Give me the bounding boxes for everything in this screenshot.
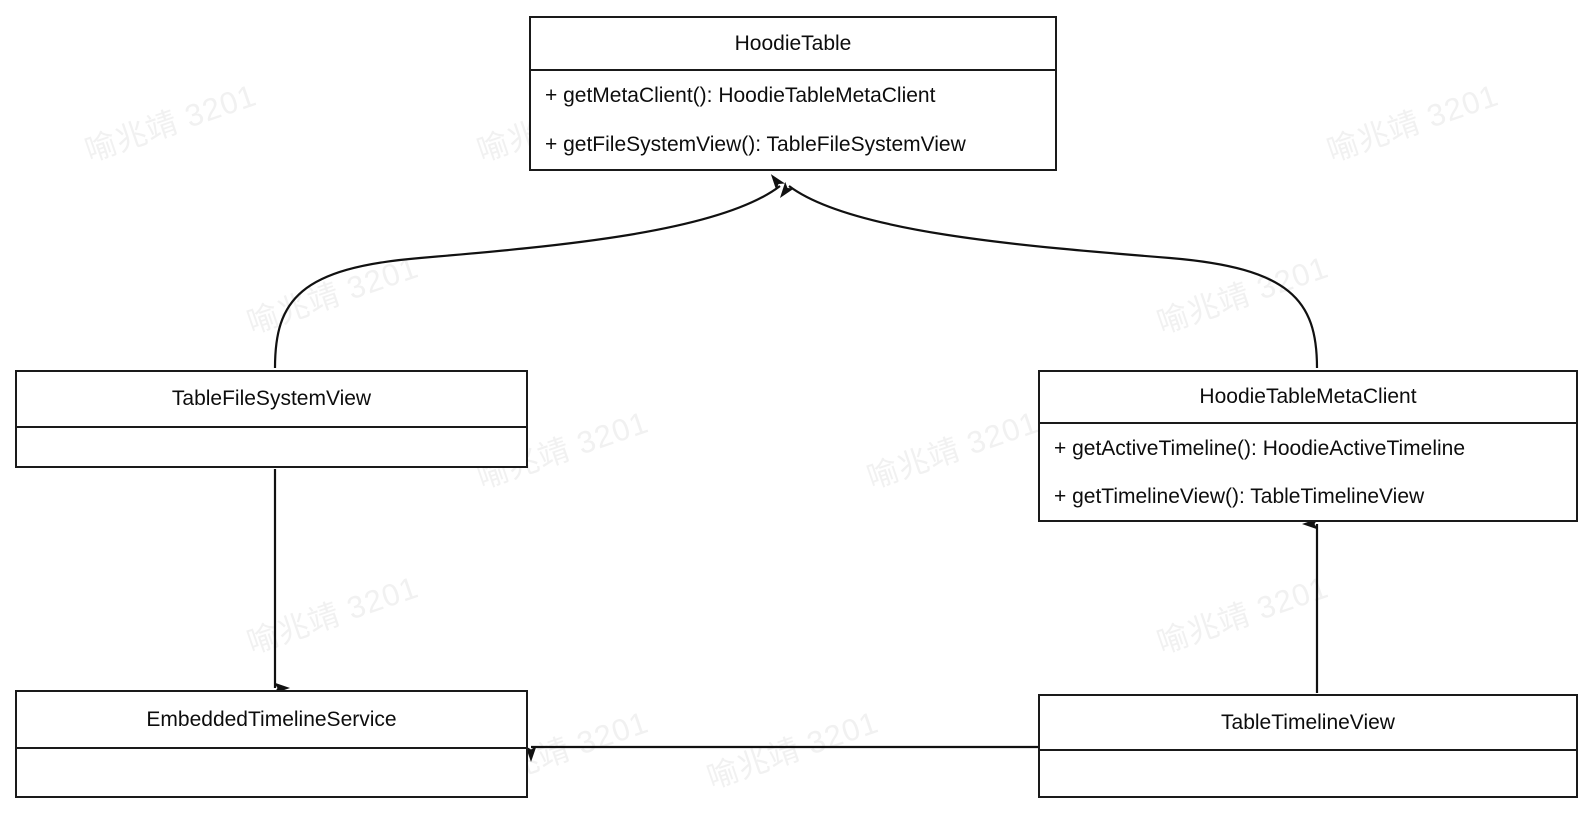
class-name-embedded-timeline-service: EmbeddedTimelineService: [146, 707, 397, 731]
class-box-table-timeline-view[interactable]: TableTimelineView: [1038, 694, 1578, 798]
class-member: + getFileSystemView(): TableFileSystemVi…: [545, 133, 966, 156]
class-member: + getActiveTimeline(): HoodieActiveTimel…: [1054, 436, 1466, 460]
class-members-hoodie-table-meta-client: + getActiveTimeline(): HoodieActiveTimel…: [1040, 422, 1576, 520]
class-member: + getMetaClient(): HoodieTableMetaClient: [545, 84, 936, 107]
class-box-embedded-timeline-service[interactable]: EmbeddedTimelineService: [15, 690, 528, 798]
class-members-embedded-timeline-service: [17, 747, 526, 796]
class-name-table-timeline-view: TableTimelineView: [1221, 710, 1395, 734]
class-name-hoodie-table-meta-client: HoodieTableMetaClient: [1199, 385, 1417, 408]
class-members-hoodie-table: + getMetaClient(): HoodieTableMetaClient…: [531, 69, 1055, 169]
class-members-table-timeline-view: [1040, 749, 1576, 796]
edge-hoodietablemetaclient-to-hoodietable: [779, 181, 1319, 369]
class-box-hoodie-table-meta-client[interactable]: HoodieTableMetaClient + getActiveTimelin…: [1038, 370, 1578, 522]
edge-tablefilesystemview-to-hoodietable: [273, 174, 785, 369]
class-name-hoodie-table: HoodieTable: [734, 31, 852, 55]
class-box-table-file-system-view[interactable]: TableFileSystemView: [15, 370, 528, 468]
class-member: + getTimelineView(): TableTimelineView: [1054, 484, 1425, 508]
class-name-table-file-system-view: TableFileSystemView: [171, 387, 372, 410]
class-box-hoodie-table[interactable]: HoodieTable + getMetaClient(): HoodieTab…: [529, 16, 1057, 171]
class-members-table-file-system-view: [17, 426, 526, 466]
